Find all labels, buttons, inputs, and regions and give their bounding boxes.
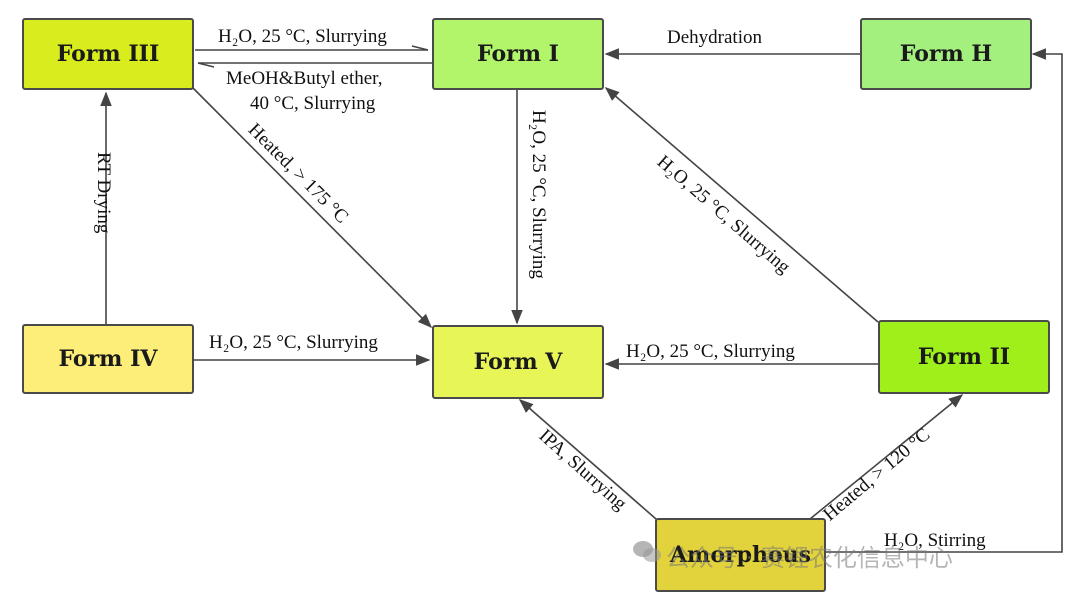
node-form-ii: Form II <box>878 320 1050 394</box>
node-amorphous: Amorphous <box>655 518 826 592</box>
arrow-amorphous-to-v <box>518 399 657 520</box>
label-iii-to-i: H₂O, 25 °C, Slurrying <box>218 26 387 47</box>
wechat-icon <box>633 541 661 562</box>
node-form-i: Form I <box>432 18 604 90</box>
arrow-iii-to-v <box>192 87 433 329</box>
label-iv-to-v: H₂O, 25 °C, Slurrying <box>209 332 378 353</box>
label-h-to-i: Dehydration <box>667 27 762 48</box>
label-amorphous-to-h: H₂O, Stirring <box>884 530 986 551</box>
label-iv-to-iii: RT Drying <box>93 152 114 234</box>
node-form-v: Form V <box>432 325 604 399</box>
arrow-amorphous-to-h <box>826 48 1063 553</box>
arrow-amorphous-to-ii <box>809 394 964 520</box>
node-form-iii: Form III <box>22 18 194 90</box>
label-i-to-v: H₂O, 25 °C, Slurrying <box>528 110 549 279</box>
node-form-iv: Form IV <box>22 324 194 394</box>
label-ii-to-v: H₂O, 25 °C, Slurrying <box>626 341 795 362</box>
watermark-text: 公众号 · 赛锂农化信息中心 <box>666 544 953 572</box>
label-i-to-iii-line1: MeOH&Butyl ether, <box>226 68 383 89</box>
arrow-ii-to-i <box>604 87 879 323</box>
label-i-to-iii-line2: 40 °C, Slurrying <box>250 93 376 114</box>
node-form-h: Form H <box>860 18 1032 90</box>
